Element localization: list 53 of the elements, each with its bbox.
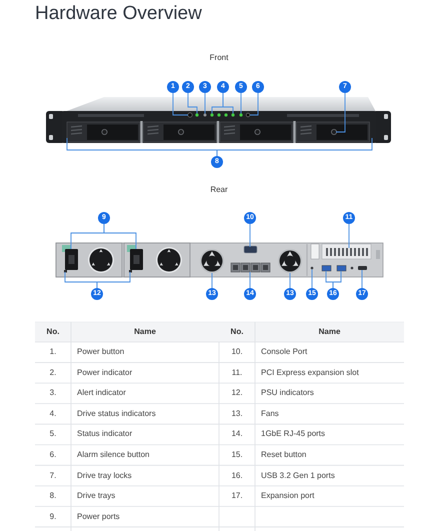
part-name: 1GbE RJ-45 ports <box>261 429 326 440</box>
page-title: Hardware Overview <box>35 3 202 25</box>
part-name: Reset button <box>261 450 306 460</box>
item-number: 6. <box>50 450 56 460</box>
item-number: 9. <box>50 512 56 522</box>
item-number: 2. <box>50 368 56 378</box>
leader-line <box>250 92 258 116</box>
leader-line <box>104 224 136 250</box>
item-number: 3. <box>50 388 56 398</box>
part-name: Power ports <box>77 512 120 522</box>
column-heading: Name <box>318 327 340 337</box>
leader-line <box>240 92 242 114</box>
leader-line <box>172 92 188 116</box>
item-number: 8. <box>50 491 56 502</box>
part-name: Drive trays <box>77 491 116 502</box>
leader-line <box>332 270 342 288</box>
item-number: 10. <box>231 347 243 358</box>
item-number: 15. <box>231 450 243 460</box>
part-name: PSU indicators <box>261 388 314 398</box>
item-number: 12. <box>231 388 243 398</box>
part-name: Fans <box>261 408 279 419</box>
view-caption: Front <box>210 53 228 63</box>
part-name: Console Port <box>261 347 308 358</box>
part-name: Expansion port <box>261 491 314 502</box>
part-name: Status indicator <box>77 429 132 440</box>
item-number: 1. <box>50 347 56 358</box>
part-name: USB 3.2 Gen 1 ports <box>261 470 335 481</box>
column-heading: Name <box>134 327 156 337</box>
item-number: 5. <box>50 429 56 440</box>
item-number: 11. <box>232 368 242 378</box>
part-name: Alert indicator <box>77 388 126 398</box>
column-heading: No. <box>46 327 60 337</box>
part-name: Drive tray locks <box>77 470 132 481</box>
part-name: Power indicator <box>77 368 132 378</box>
view-caption: Rear <box>210 185 228 195</box>
column-heading: No. <box>230 327 244 337</box>
leader-line <box>216 138 372 156</box>
item-number: 4. <box>50 408 56 419</box>
leader-line <box>96 272 130 288</box>
leader-line <box>348 224 350 248</box>
part-name: Power button <box>77 347 124 358</box>
item-number: 7. <box>50 470 56 481</box>
item-number: 14. <box>231 429 243 440</box>
item-number: 16. <box>231 470 243 481</box>
leader-line <box>222 92 234 114</box>
leader-line <box>188 92 198 114</box>
leader-line <box>336 92 346 132</box>
item-number: 17. <box>231 491 243 502</box>
part-name: PCI Express expansion slot <box>261 368 359 378</box>
part-name: Drive status indicators <box>77 408 156 419</box>
leader-line <box>204 92 206 114</box>
item-number: 13. <box>231 408 243 419</box>
part-name: Alarm silence button <box>77 450 150 460</box>
